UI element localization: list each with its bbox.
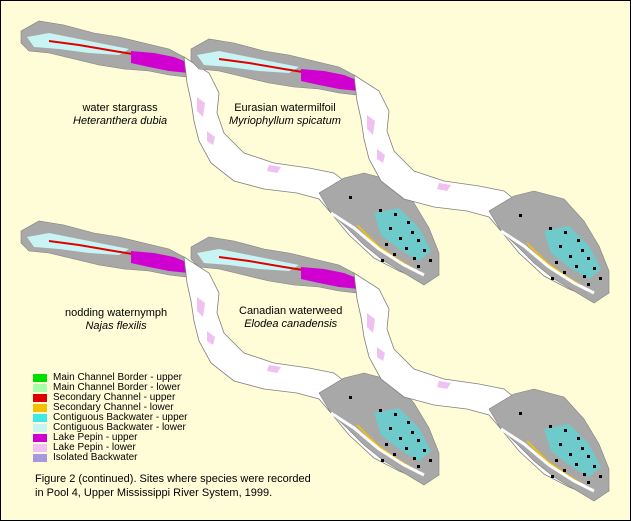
- common-name: nodding waternymph: [65, 307, 168, 319]
- legend-label: Secondary Channel - lower: [53, 402, 174, 413]
- legend-label: Lake Pepin - upper: [53, 432, 138, 443]
- legend-item: Secondary Channel - upper: [33, 393, 188, 403]
- legend-swatch: [33, 374, 47, 382]
- legend-label: Contiguous Backwater - upper: [53, 412, 188, 423]
- scientific-name: Elodea canadensis: [244, 318, 338, 330]
- map-label-waterweed: Canadian waterweed Elodea canadensis: [239, 305, 342, 331]
- legend-swatch: [33, 404, 47, 412]
- map-label-waternymph: nodding waternymph Najas flexilis: [65, 307, 167, 333]
- legend-item: Main Channel Border - lower: [33, 383, 188, 393]
- legend-swatch: [33, 414, 47, 422]
- legend-label: Lake Pepin - lower: [53, 442, 136, 453]
- legend-swatch: [33, 384, 47, 392]
- map-label-stargrass: water stargrass Heteranthera dubia: [73, 102, 167, 128]
- legend-item: Isolated Backwater: [33, 453, 188, 463]
- legend-swatch: [33, 424, 47, 432]
- legend-label: Contiguous Backwater - lower: [53, 422, 186, 433]
- legend-item: Secondary Channel - lower: [33, 403, 188, 413]
- legend-swatch: [33, 454, 47, 462]
- legend-item: Contiguous Backwater - upper: [33, 413, 188, 423]
- legend: Main Channel Border - upper Main Channel…: [33, 373, 188, 463]
- legend-label: Secondary Channel - upper: [53, 392, 176, 403]
- legend-swatch: [33, 434, 47, 442]
- common-name: Eurasian watermilfoil: [234, 102, 336, 114]
- map-label-watermilfoil: Eurasian watermilfoil Myriophyllum spica…: [229, 102, 341, 128]
- legend-swatch: [33, 394, 47, 402]
- common-name: Canadian waterweed: [239, 305, 343, 317]
- figure-caption: Figure 2 (continued). Sites where specie…: [35, 472, 311, 500]
- legend-label: Main Channel Border - lower: [53, 382, 181, 393]
- legend-swatch: [33, 444, 47, 452]
- legend-label: Main Channel Border - upper: [53, 372, 182, 383]
- legend-item: Lake Pepin - lower: [33, 443, 188, 453]
- scientific-name: Myriophyllum spicatum: [229, 115, 341, 127]
- scientific-name: Najas flexilis: [85, 320, 147, 332]
- legend-item: Lake Pepin - upper: [33, 433, 188, 443]
- common-name: water stargrass: [82, 102, 158, 114]
- legend-label: Isolated Backwater: [53, 452, 138, 463]
- legend-item: Contiguous Backwater - lower: [33, 423, 188, 433]
- legend-item: Main Channel Border - upper: [33, 373, 188, 383]
- caption-line: Figure 2 (continued). Sites where specie…: [35, 473, 311, 485]
- scientific-name: Heteranthera dubia: [73, 115, 168, 127]
- caption-line: in Pool 4, Upper Mississippi River Syste…: [35, 487, 273, 499]
